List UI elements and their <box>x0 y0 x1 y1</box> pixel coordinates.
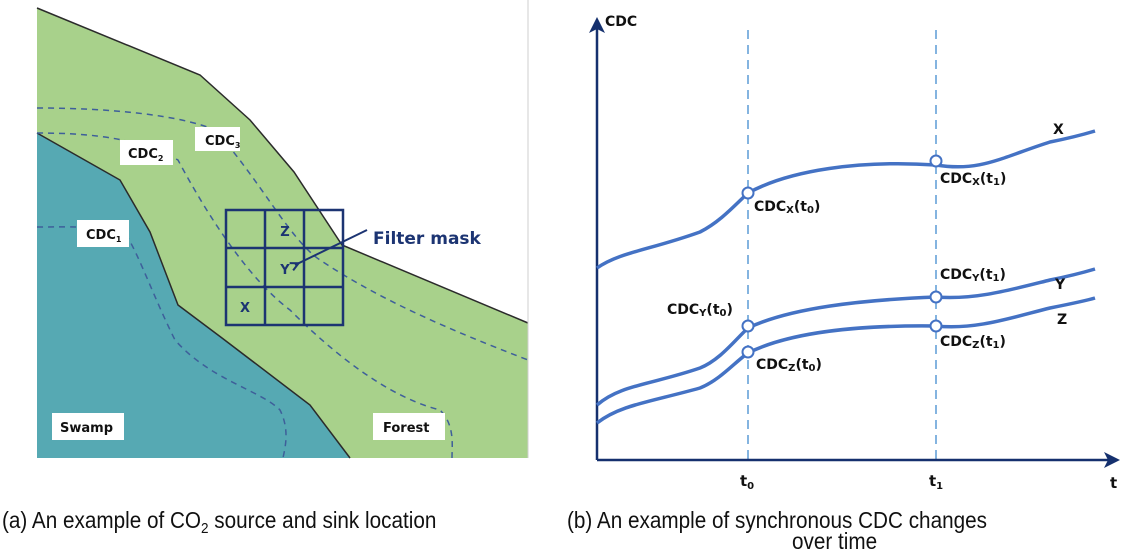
x-axis-arrowhead <box>1104 452 1120 468</box>
marker-x-t0 <box>741 186 755 200</box>
marker-label-x-t1: CDCX(t1) <box>940 171 1006 188</box>
panel-a-map: CDC3 CDC2 CDC1 Swamp Forest Z Y X <box>36 0 529 459</box>
contour-label-cdc2: CDC2 <box>120 140 173 165</box>
mask-cell-y: Y <box>279 263 290 278</box>
caption-b-line2: over time <box>792 528 878 554</box>
swamp-label: Swamp <box>52 413 124 440</box>
svg-text:CDC3: CDC3 <box>205 134 240 150</box>
mask-cell-x: X <box>240 301 250 316</box>
marker-label-x-t0: CDCX(t0) <box>754 199 820 216</box>
series-z-curve <box>595 296 1096 425</box>
panel-b-chart: CDC t t0 t1 X Y Z CDCX(t0) CDCX(t1) CDCY… <box>589 14 1120 492</box>
caption-a: (a) An example of CO2 source and sink lo… <box>2 507 437 537</box>
marker-y-t0 <box>741 319 755 333</box>
svg-text:CDC2: CDC2 <box>128 147 163 163</box>
contour-line-3 <box>36 107 529 361</box>
marker-label-z-t1: CDCZ(t1) <box>940 334 1006 351</box>
series-x-label: X <box>1053 122 1064 138</box>
forest-label: Forest <box>373 413 445 440</box>
filter-mask-grid: Z Y X <box>224 208 345 327</box>
tick-t0: t0 <box>740 472 754 492</box>
series-x-curve <box>596 129 1096 270</box>
x-axis-label: t <box>1110 474 1117 492</box>
marker-z-t0 <box>741 345 755 359</box>
svg-text:Swamp: Swamp <box>60 421 113 436</box>
filter-mask-label: Filter mask <box>373 229 482 249</box>
marker-label-y-t1: CDCY(t1) <box>940 267 1006 284</box>
series-y-curve <box>595 267 1096 407</box>
filter-mask-arrow <box>295 229 368 265</box>
marker-x-t1 <box>929 154 943 168</box>
contour-label-cdc1: CDC1 <box>77 220 129 247</box>
contour-label-cdc3: CDC3 <box>195 127 240 151</box>
marker-label-y-t0: CDCY(t0) <box>667 302 733 319</box>
marker-y-t1 <box>929 290 943 304</box>
series-y-label: Y <box>1054 277 1066 293</box>
tick-t1: t1 <box>929 472 943 492</box>
svg-text:CDC1: CDC1 <box>86 228 122 244</box>
forest-outer-boundary <box>36 7 529 324</box>
y-axis-arrowhead <box>589 17 605 33</box>
swamp-boundary <box>36 132 351 459</box>
marker-z-t1 <box>929 319 943 333</box>
svg-text:Forest: Forest <box>383 421 429 436</box>
mask-cell-z: Z <box>280 225 289 240</box>
series-z-label: Z <box>1057 312 1067 328</box>
caption-b-line1: (b) An example of synchronous CDC change… <box>567 507 987 533</box>
y-axis-label: CDC <box>605 14 637 30</box>
marker-label-z-t0: CDCZ(t0) <box>756 357 822 374</box>
